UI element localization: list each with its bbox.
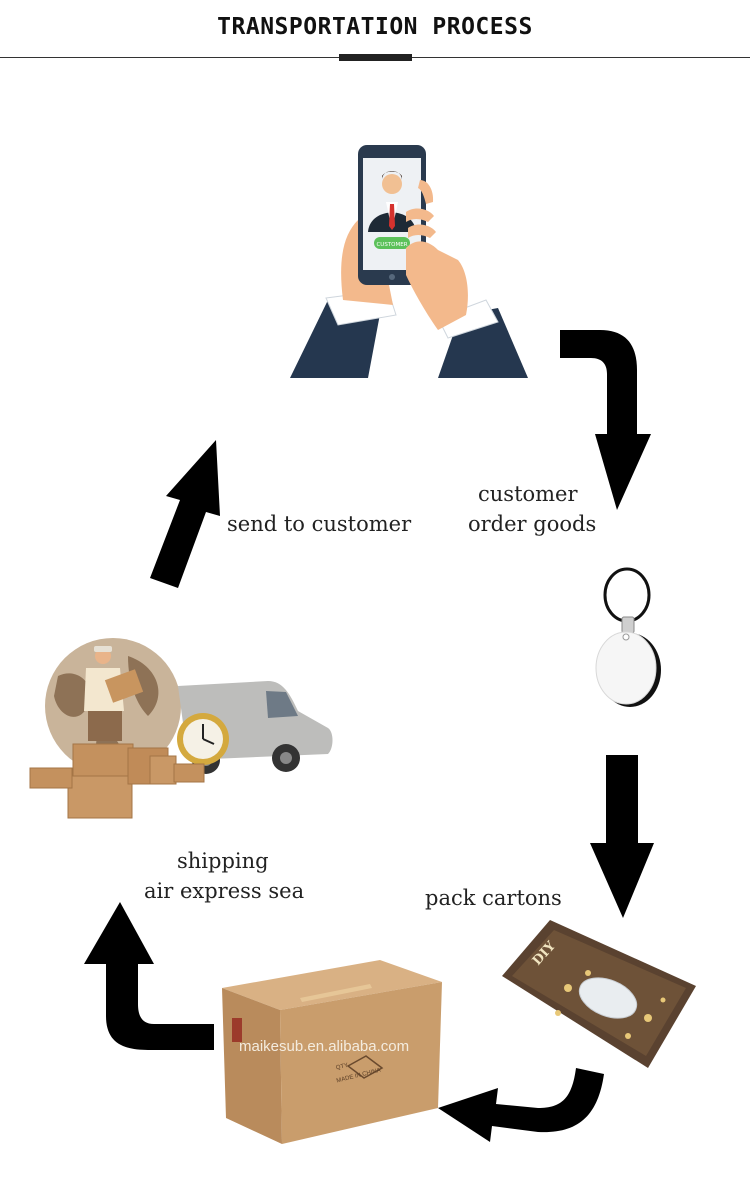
cardboard-carton	[222, 960, 442, 1144]
keychain-product	[595, 567, 661, 707]
arrow-pack-to-carton	[438, 1068, 604, 1142]
arrow-order-to-product	[560, 330, 651, 510]
shipping-illustration	[29, 638, 333, 819]
step-order-label-line1: customer	[478, 482, 578, 506]
step-order-label-line2: order goods	[468, 512, 597, 536]
title-divider-accent	[339, 54, 412, 61]
watermark-text: maikesub.en.alibaba.com	[239, 1038, 410, 1055]
page-title: TRANSPORTATION PROCESS	[217, 14, 533, 40]
phone-order-illustration: CUSTOMER	[290, 145, 528, 378]
step-send-label: send to customer	[227, 512, 412, 536]
phone-call-button-text: CUSTOMER	[376, 242, 407, 248]
retail-package: DIY	[502, 920, 696, 1068]
step-pack-label: pack cartons	[425, 886, 562, 910]
arrow-carton-to-shipping	[84, 902, 214, 1050]
arrow-product-to-pack	[590, 755, 654, 918]
arrow-shipping-to-customer	[150, 440, 220, 588]
step-shipping-label-line2: air express sea	[144, 879, 305, 903]
step-shipping-label-line1: shipping	[177, 849, 269, 873]
